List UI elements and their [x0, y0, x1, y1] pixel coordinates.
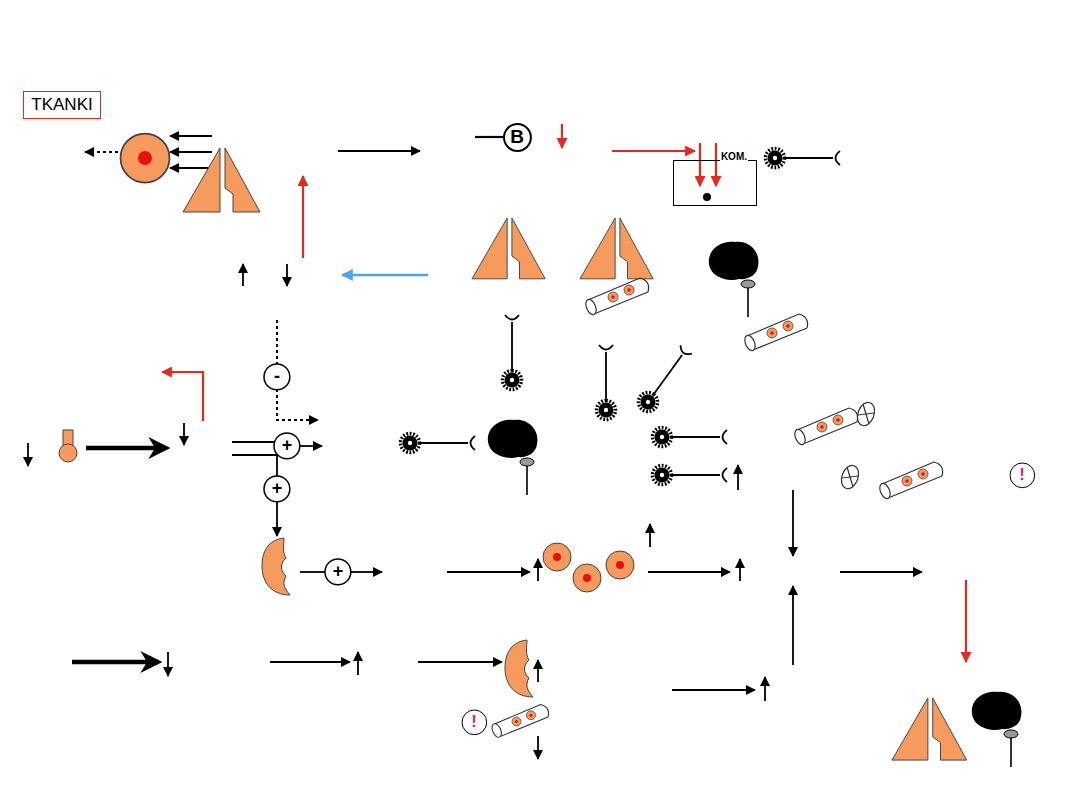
- sign-text: +: [333, 562, 344, 582]
- inhibition-sign: -: [263, 363, 291, 391]
- sign-text: !: [1019, 466, 1025, 485]
- stimulation-sign: +: [324, 558, 352, 586]
- stimulation-sign: +: [263, 475, 291, 503]
- warning-sign: !: [1009, 462, 1036, 489]
- section-title: TKANKI: [31, 96, 92, 115]
- section-box: TKANKI: [23, 91, 100, 120]
- hormone-circle: B: [503, 123, 532, 152]
- stimulation-sign: +: [273, 432, 301, 460]
- sign-text: !: [471, 713, 477, 732]
- chamber-label: KOM.: [720, 151, 748, 162]
- sign-text: +: [282, 436, 293, 456]
- chamber-box: KOM.: [673, 160, 757, 206]
- sign-text: -: [274, 367, 280, 387]
- warning-sign: !: [461, 709, 488, 736]
- sign-text: B: [510, 127, 524, 148]
- sign-text: +: [272, 479, 283, 499]
